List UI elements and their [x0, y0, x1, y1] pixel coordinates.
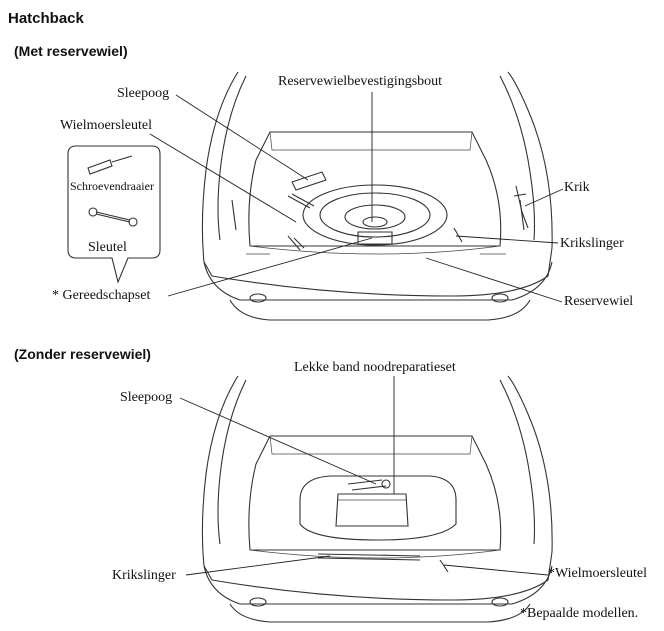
label-lug-wrench-2: *Wielmoersleutel: [548, 566, 647, 582]
page-title: Hatchback: [8, 10, 84, 27]
asterisk-mark: *: [52, 288, 59, 303]
wrench-icon: [88, 207, 138, 227]
label-jack-handle: Krikslinger: [560, 236, 624, 251]
label-screwdriver: Schroevendraaier: [70, 179, 154, 193]
label-tool-set-text: Gereedschapset: [62, 288, 151, 303]
tool-kit-bubble: [67, 145, 161, 284]
screwdriver-icon: [87, 159, 113, 175]
label-spare-wheel-bolt: Reservewielbevestigingsbout: [278, 74, 443, 89]
asterisk-mark: *: [520, 606, 527, 621]
section-heading-without-spare: (Zonder reservewiel): [14, 346, 151, 362]
upper-leader-lines: [149, 92, 564, 303]
lower-leader-lines: [179, 376, 549, 576]
label-jack: Krik: [564, 180, 590, 195]
label-puncture-repair-kit: Lekke band noodreparatieset: [294, 360, 456, 375]
label-spare-wheel: Reservewiel: [564, 294, 634, 309]
label-towing-eye: Sleepoog: [117, 86, 170, 101]
asterisk-mark: *: [548, 566, 555, 581]
car-with-spare-illustration: [201, 71, 553, 321]
label-lug-wrench-2-text: Wielmoersleutel: [555, 566, 647, 581]
car-without-spare-illustration: [201, 375, 553, 623]
label-lug-wrench: Wielmoersleutel: [60, 118, 152, 133]
label-jack-handle-2: Krikslinger: [112, 568, 176, 583]
label-tool-set: * Gereedschapset: [52, 288, 150, 304]
footnote: *Bepaalde modellen.: [520, 606, 638, 622]
label-towing-eye-2: Sleepoog: [120, 390, 173, 405]
section-heading-with-spare: (Met reservewiel): [14, 43, 128, 59]
label-spanner: Sleutel: [88, 240, 127, 255]
footnote-text: Bepaalde modellen.: [527, 606, 639, 621]
